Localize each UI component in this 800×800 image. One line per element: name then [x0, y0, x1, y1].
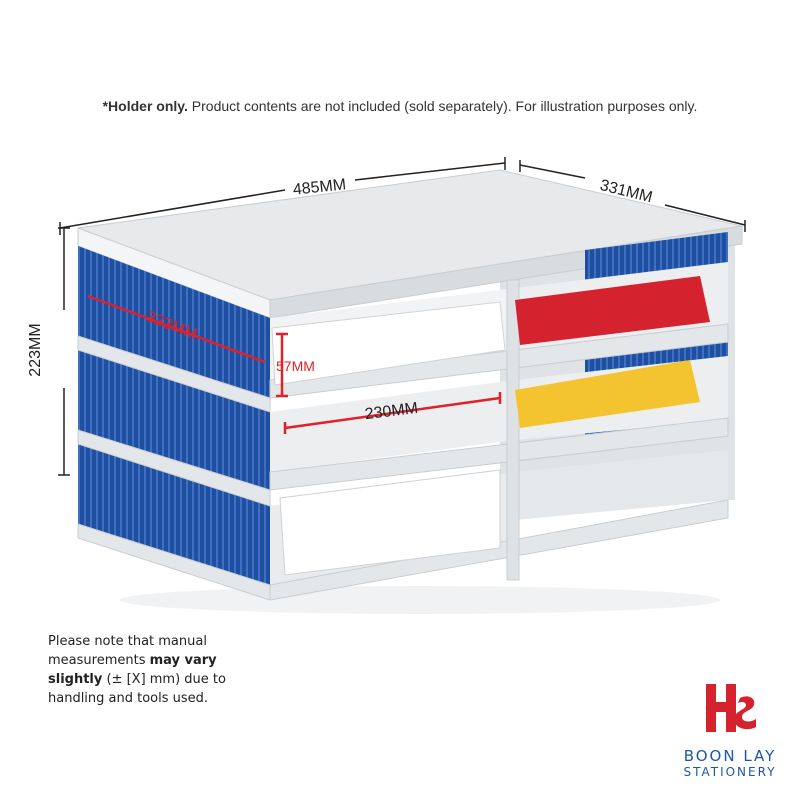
dim-height-label: 223MM — [27, 323, 44, 376]
brand-monogram-icon — [706, 684, 756, 732]
dim-width-label: 485MM — [292, 176, 347, 198]
white-paper-stack — [271, 301, 506, 386]
dim-shelf-height-label: 57MM — [276, 358, 315, 374]
disclaimer-bold: *Holder only. — [102, 98, 188, 114]
dimension-guides — [58, 157, 746, 476]
disclaimer-text: Product contents are not included (sold … — [187, 98, 698, 114]
dim-compartment-width-label: 230MM — [364, 400, 419, 423]
envelope-box — [279, 469, 501, 576]
measurement-note: Please note that manual measurements may… — [48, 634, 226, 706]
brand-logo: BOON LAY STATIONERY — [680, 680, 780, 779]
shelves — [77, 279, 729, 601]
floor-shadow — [120, 586, 720, 614]
red-paper — [515, 276, 710, 345]
red-measure-lines — [87, 294, 502, 434]
brand-subtitle: STATIONERY — [683, 765, 777, 779]
yellow-paper — [515, 360, 700, 428]
brand-name: BOON LAY — [683, 747, 777, 765]
disclaimer: *Holder only. Product contents are not i… — [0, 98, 800, 114]
